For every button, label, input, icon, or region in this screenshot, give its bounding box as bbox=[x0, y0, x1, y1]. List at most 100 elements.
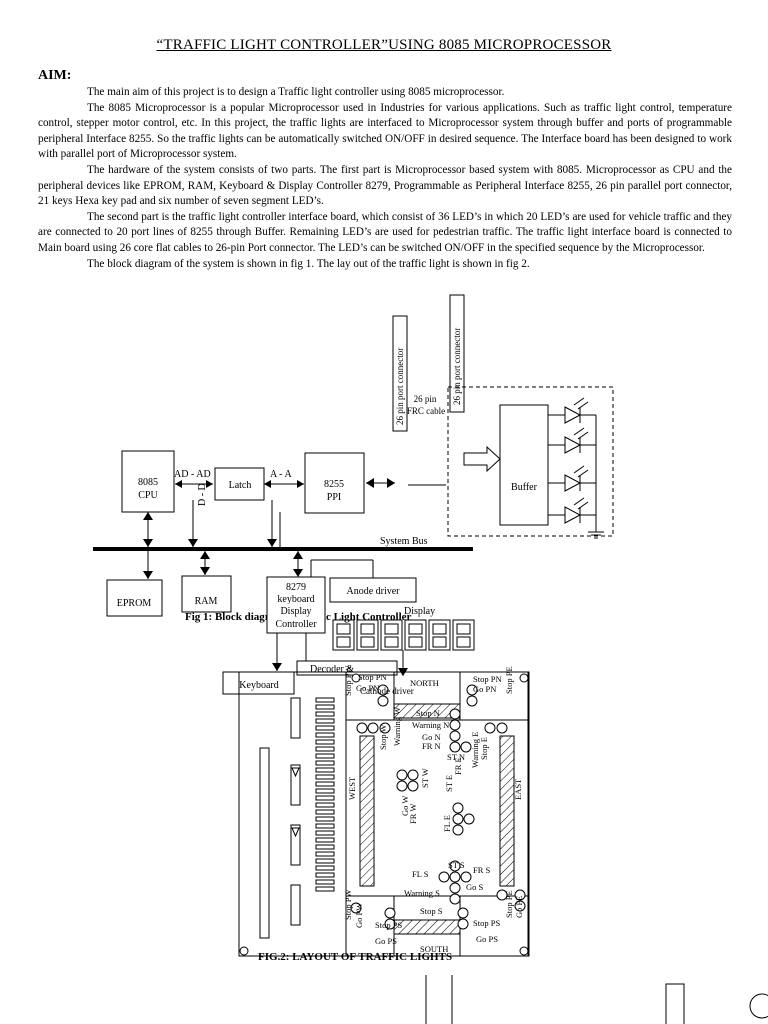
kdc-label: keyboard bbox=[277, 594, 314, 605]
eprom-block bbox=[106, 579, 163, 617]
kdc-label: Controller bbox=[275, 619, 317, 630]
lamp-label: FL S bbox=[412, 869, 429, 879]
lamp-label: FR S bbox=[473, 865, 491, 875]
buffer-block bbox=[499, 404, 549, 526]
resistor-array bbox=[315, 697, 335, 892]
decoder-label: Decoder & bbox=[310, 664, 354, 675]
buffer-label: Buffer bbox=[511, 482, 538, 493]
ram-block bbox=[181, 575, 232, 613]
address-bus-label: A - A bbox=[270, 469, 292, 480]
paragraph: The hardware of the system consists of t… bbox=[38, 163, 732, 208]
aim-heading: AIM: bbox=[38, 68, 72, 83]
lamp-label: Stop PN bbox=[473, 674, 502, 684]
led-array-icon bbox=[548, 397, 604, 539]
frc-label: FRC cable bbox=[407, 406, 445, 416]
kdc-label: 8279 bbox=[286, 582, 306, 593]
lamp-label: Go PW bbox=[354, 903, 364, 928]
lamp-label: FR W bbox=[408, 804, 418, 824]
arrow-icon bbox=[463, 445, 501, 473]
kdc-label: Display bbox=[280, 606, 311, 617]
west-crossing bbox=[359, 735, 375, 887]
system-bus-label: System Bus bbox=[380, 536, 428, 547]
cathode-driver-label: Cathode driver bbox=[360, 686, 414, 696]
frc-label: 26 pin bbox=[414, 394, 437, 404]
lamp-label: FL E bbox=[442, 815, 452, 832]
ppi-label: PPI bbox=[327, 492, 341, 503]
aim-body: The main aim of this project is to desig… bbox=[38, 85, 732, 272]
port-connector-2 bbox=[449, 294, 465, 413]
connector-strip bbox=[259, 747, 270, 939]
lamp-label: Stop PW bbox=[343, 890, 353, 920]
lamp-label: Stop PE bbox=[504, 666, 514, 694]
lamp-label: Go S bbox=[466, 882, 484, 892]
lamp-label: FR N bbox=[422, 741, 441, 751]
lamp-label: Warning S bbox=[404, 888, 440, 898]
lamp-label: Stop N bbox=[416, 708, 440, 718]
lamp-label: Go PN bbox=[356, 683, 379, 693]
paragraph: The 8085 Microprocessor is a popular Mic… bbox=[38, 101, 732, 161]
lamp-label: Go W bbox=[400, 796, 410, 816]
lamp-label: Warning W bbox=[392, 707, 402, 746]
port-connector-1 bbox=[392, 315, 408, 432]
board-outline bbox=[238, 671, 530, 957]
cpu-label: 8085 bbox=[138, 477, 158, 488]
cpu-label: CPU bbox=[138, 490, 158, 501]
lamp-label: ST S bbox=[448, 860, 465, 870]
east-label: EAST bbox=[513, 778, 523, 800]
fig2-traffic-layout: NORTH SOUTH WEST EAST bbox=[238, 666, 530, 963]
paragraph: The second part is the traffic light con… bbox=[38, 210, 732, 254]
latch-block bbox=[214, 467, 265, 501]
lamp-label: Go PE bbox=[514, 896, 524, 918]
east-crossing bbox=[499, 735, 515, 887]
lamp-label: Stop W bbox=[378, 724, 388, 750]
lamp-label: Warning E bbox=[470, 732, 480, 768]
north-crossing bbox=[393, 703, 461, 719]
ad-bus-label: AD - AD bbox=[174, 469, 211, 480]
interface-board-outline bbox=[447, 386, 614, 537]
bottom-fragments bbox=[425, 975, 768, 1024]
lamp-label: Go PS bbox=[476, 934, 498, 944]
west-label: WEST bbox=[347, 776, 357, 800]
lamp-label: Stop S bbox=[420, 906, 443, 916]
mount-hole-icon bbox=[239, 946, 249, 956]
lamp-label: ST E bbox=[444, 775, 454, 792]
south-label: SOUTH bbox=[420, 944, 448, 954]
anode-driver-label: Anode driver bbox=[346, 586, 400, 597]
traffic-lamps bbox=[350, 684, 526, 930]
latch-label: Latch bbox=[229, 480, 252, 491]
system-bus bbox=[93, 547, 473, 551]
mount-hole-icon bbox=[519, 673, 529, 683]
lamp-label: Stop E bbox=[479, 737, 489, 760]
document-title: “TRAFFIC LIGHT CONTROLLER”USING 8085 MIC… bbox=[156, 37, 612, 53]
paragraph: The block diagram of the system is shown… bbox=[87, 257, 530, 270]
north-label: NORTH bbox=[410, 678, 439, 688]
south-crossing bbox=[393, 919, 461, 935]
lamp-label: Go PS bbox=[375, 936, 397, 946]
lamp-label: Stop PW bbox=[343, 666, 353, 696]
seven-segment-display-icon bbox=[332, 619, 475, 651]
lamp-label: ST N bbox=[447, 752, 465, 762]
eprom-label: EPROM bbox=[117, 598, 152, 609]
lamp-label: Go N bbox=[422, 732, 441, 742]
ppi-block bbox=[304, 452, 365, 514]
lamp-label: Stop PN bbox=[358, 672, 387, 682]
display-label: Display bbox=[404, 606, 435, 617]
lamp-label: Warning N bbox=[412, 720, 449, 730]
cpu-block bbox=[121, 450, 175, 513]
mount-hole-icon bbox=[351, 673, 361, 683]
lamp-label: Stop PS bbox=[473, 918, 500, 928]
keyboard-label: Keyboard bbox=[239, 680, 278, 691]
lamp-label: ST W bbox=[420, 768, 430, 788]
lamp-label: Stop PE bbox=[504, 890, 514, 918]
lamp-label: Go PN bbox=[473, 684, 496, 694]
lamp-label: Stop PS bbox=[375, 920, 402, 930]
fig1-block-diagram: 8085 CPU AD - AD D - D Latch A - A 8255 … bbox=[93, 294, 614, 695]
ram-label: RAM bbox=[195, 596, 218, 607]
lamp-label: FR E bbox=[453, 757, 463, 775]
fig2-caption: FIG.2: LAYOUT OF TRAFFIC LIGHTS bbox=[258, 951, 452, 963]
paragraph: The main aim of this project is to desig… bbox=[87, 86, 505, 98]
ppi-label: 8255 bbox=[324, 479, 344, 490]
connector-label: 26 pin port connector bbox=[452, 328, 462, 405]
connector-label: 26 pin port connector bbox=[395, 348, 405, 425]
